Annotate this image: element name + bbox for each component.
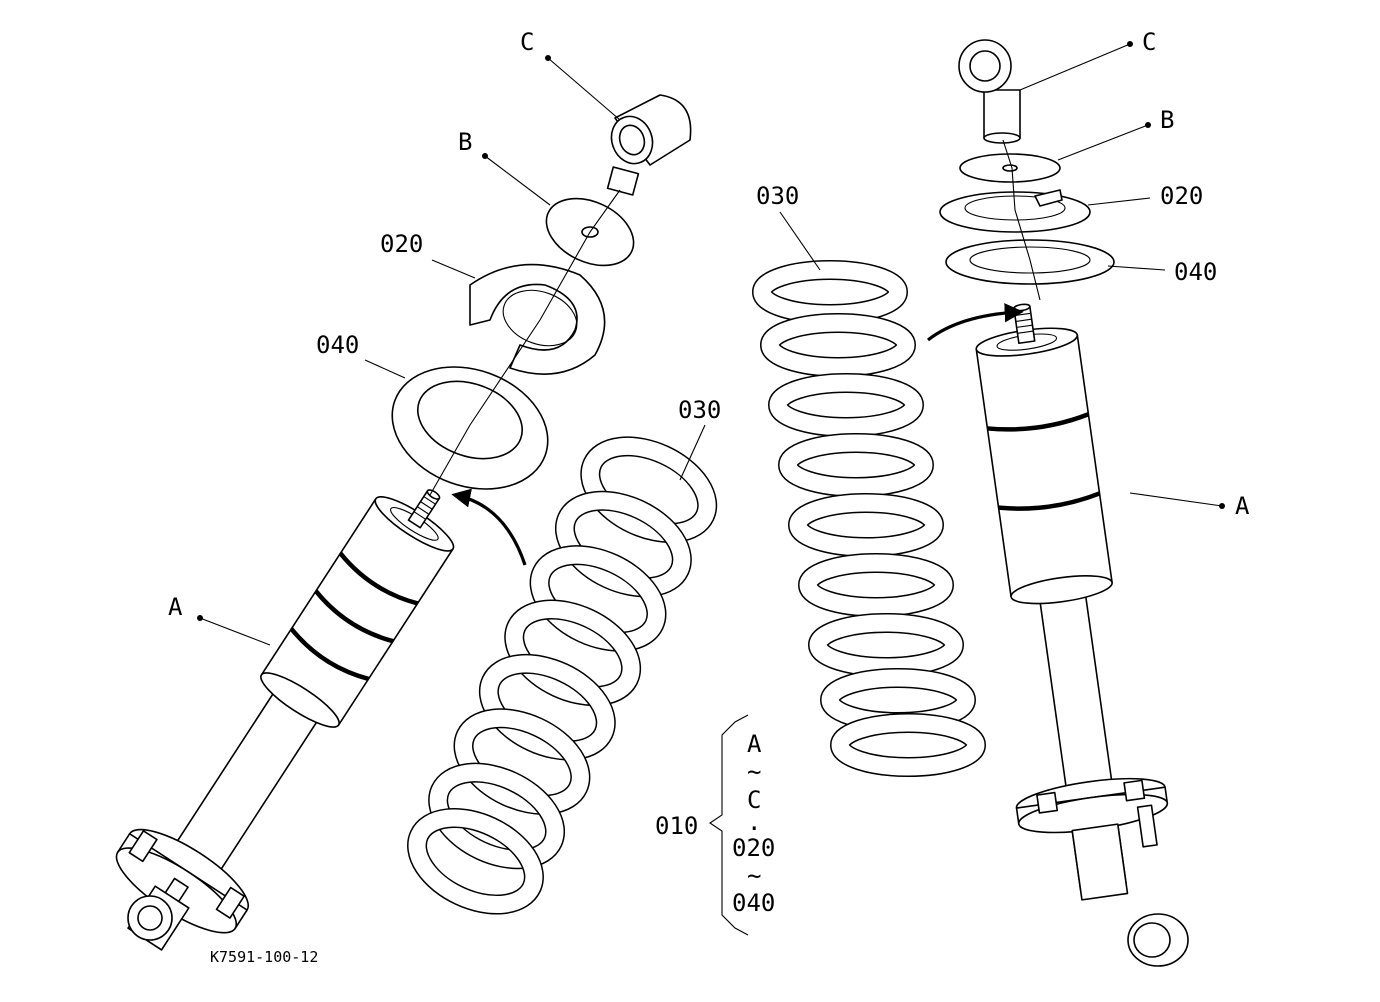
group-range-line-4: .: [747, 808, 761, 836]
left-label-030: 030: [678, 396, 721, 424]
group-part-number: 010: [655, 812, 698, 840]
left-axis-line: [429, 189, 621, 496]
left-retainer-020: [469, 263, 606, 375]
drawing-number: K7591-100-12: [210, 948, 318, 966]
group-range-line-5: 020: [732, 834, 775, 862]
group-range-line-3: C: [747, 786, 761, 814]
right-lower-eye: [1127, 913, 1189, 967]
right-spring-030: [752, 260, 986, 777]
group-range-line-6: ~: [747, 862, 761, 890]
right-label-b: B: [1160, 106, 1174, 134]
group-range-line-7: 040: [732, 889, 775, 917]
right-assembly: [752, 39, 1189, 967]
group-range-line-1: A: [747, 730, 762, 758]
left-lower-eye: [127, 895, 173, 941]
right-install-arrow: [927, 303, 1024, 342]
left-label-b: B: [458, 128, 472, 156]
left-top-eye-c: [606, 94, 692, 196]
right-label-c: C: [1142, 28, 1156, 56]
right-axis-line: [1002, 139, 1041, 301]
left-install-arrow: [451, 488, 527, 566]
left-label-020: 020: [380, 230, 423, 258]
leader-lines: [197, 41, 1225, 646]
right-label-a: A: [1235, 492, 1250, 520]
right-label-020: 020: [1160, 182, 1203, 210]
group-range-line-2: ~: [747, 758, 761, 786]
left-label-a: A: [168, 593, 183, 621]
left-label-c: C: [520, 28, 534, 56]
left-assembly: [115, 94, 718, 951]
right-top-eye-c: [958, 39, 1021, 144]
left-seat-040: [391, 366, 549, 490]
right-shock-absorber: [975, 303, 1169, 901]
left-shock-absorber: [115, 489, 455, 951]
right-washer-b: [959, 153, 1061, 183]
right-label-030: 030: [756, 182, 799, 210]
right-label-040: 040: [1174, 258, 1217, 286]
left-label-040: 040: [316, 331, 359, 359]
right-retainer-020: [939, 189, 1091, 233]
left-spring-030: [407, 436, 718, 915]
assembly-group-bracket: 010 A ~ C . 020 ~ 040: [655, 714, 775, 936]
